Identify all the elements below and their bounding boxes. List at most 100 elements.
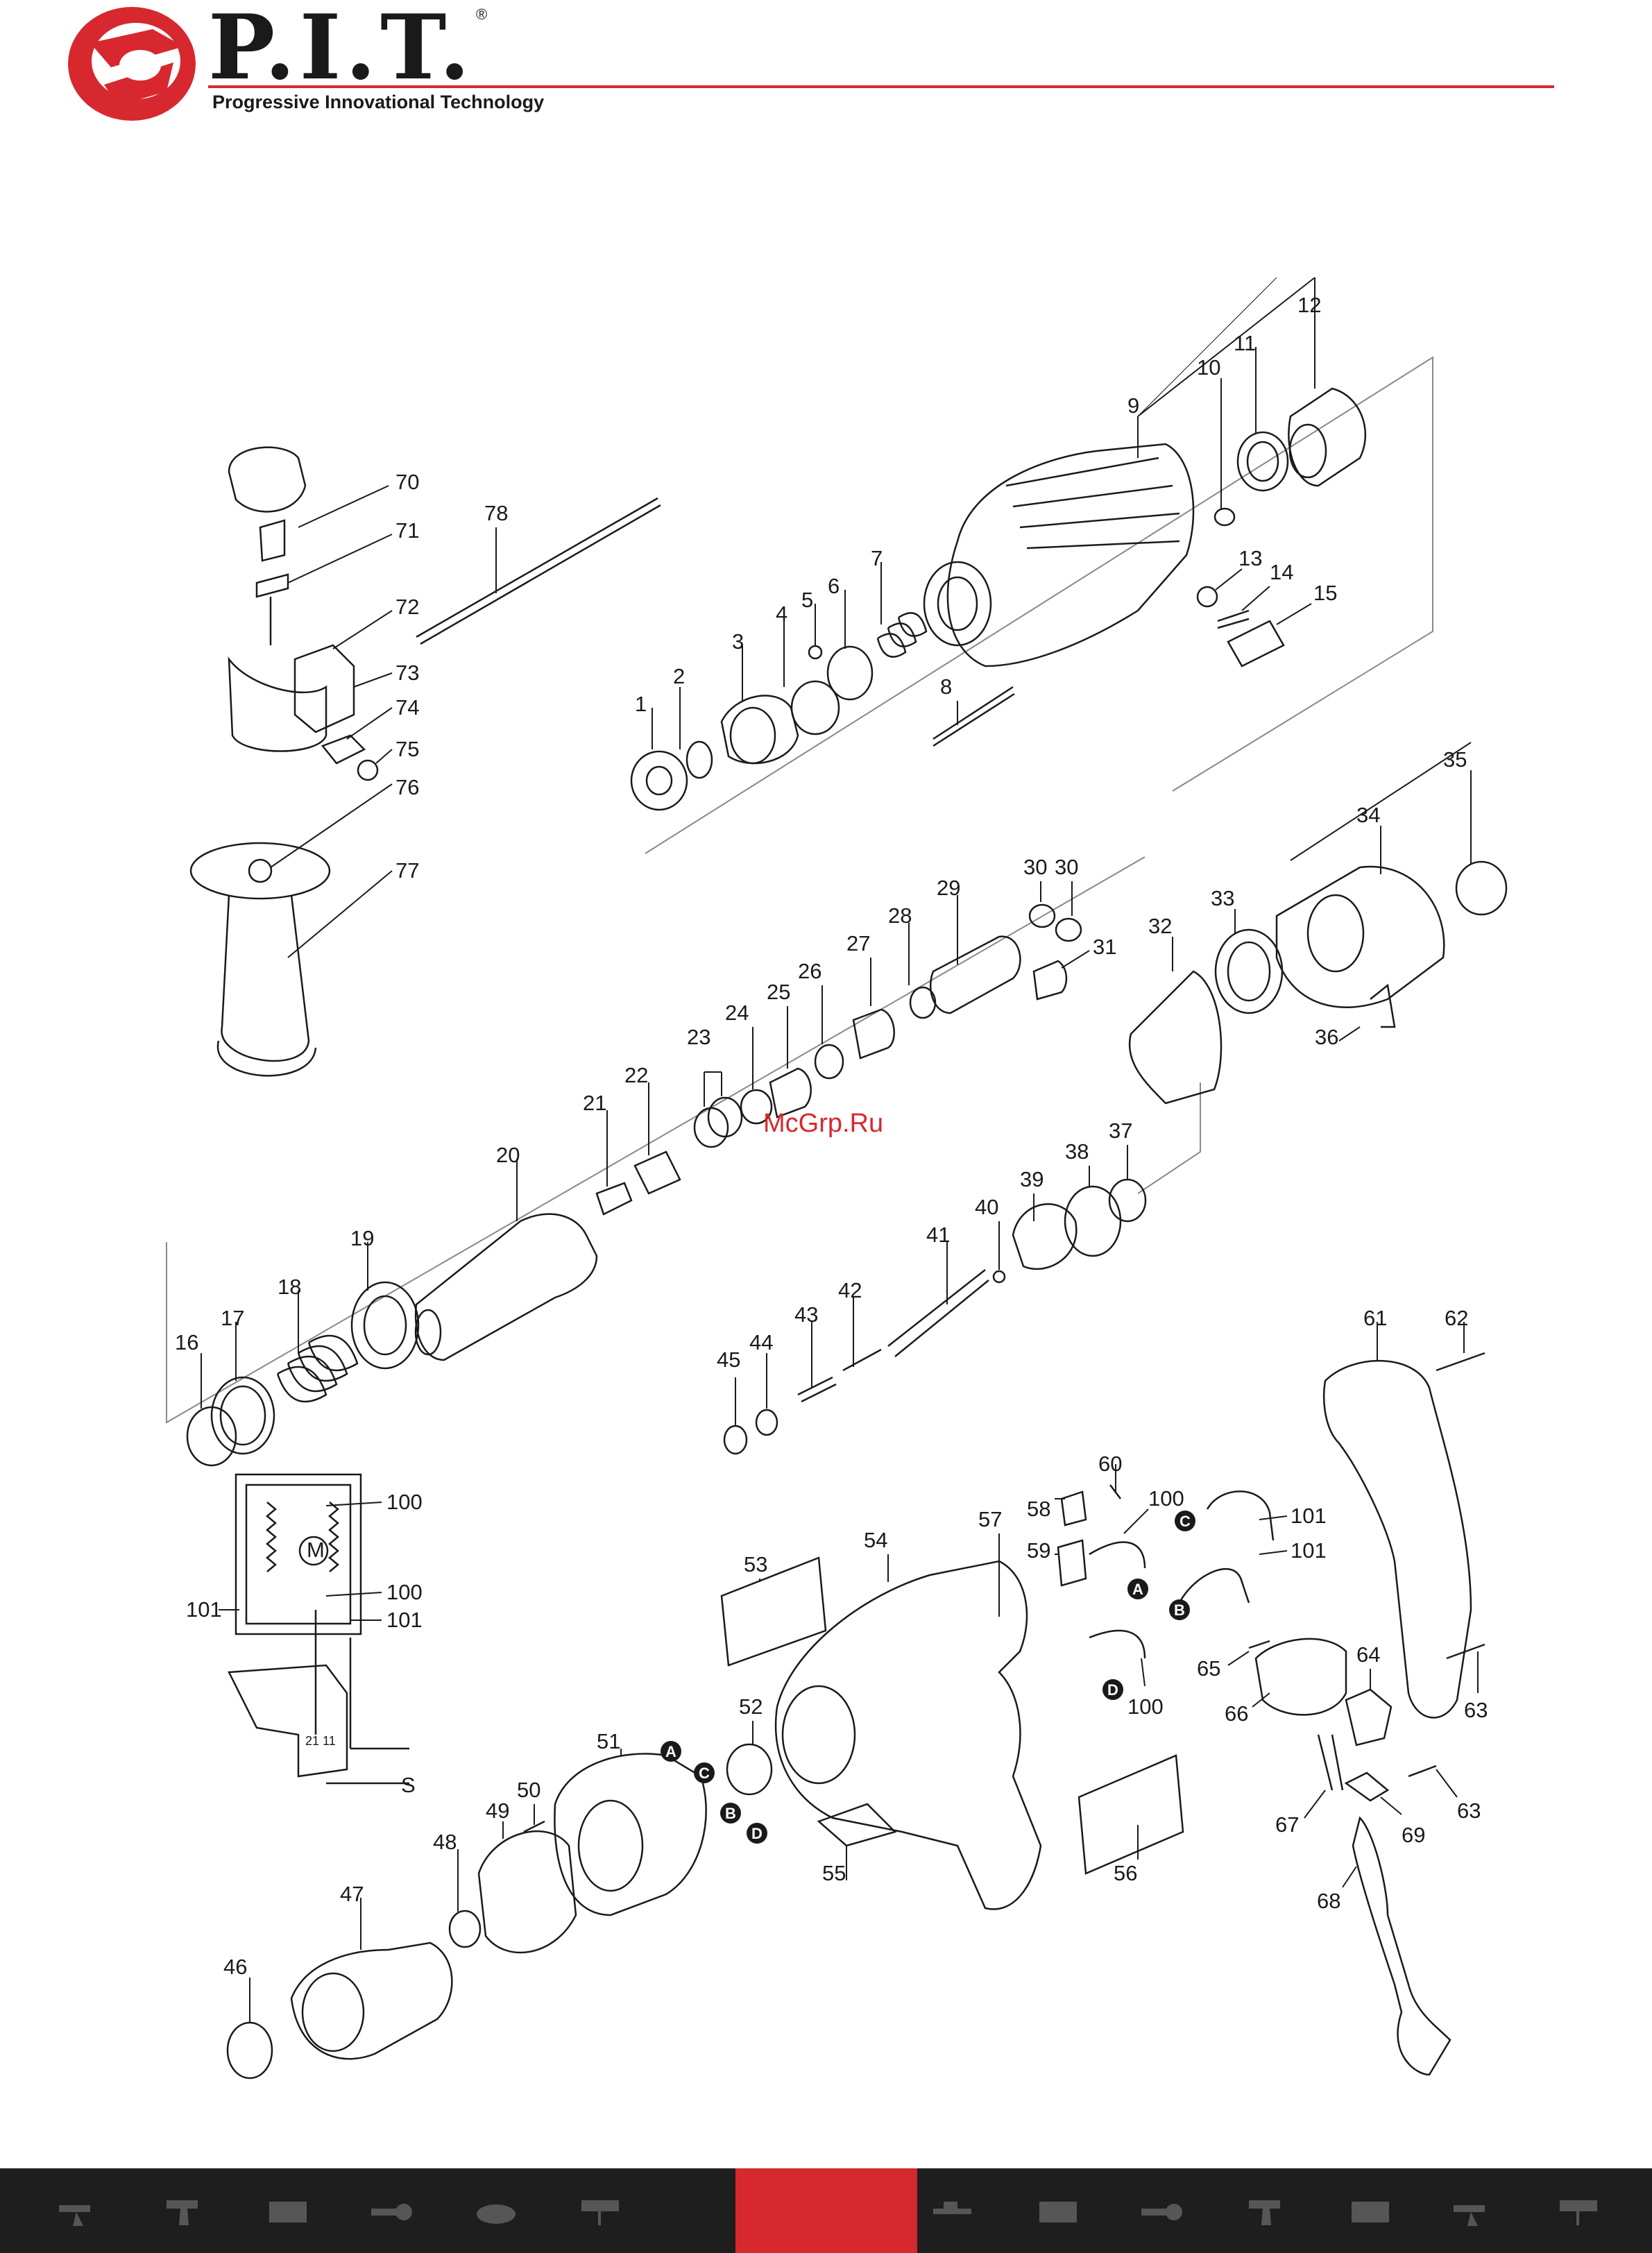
- chainsaw-icon: [933, 2202, 971, 2214]
- part-number: 28: [888, 903, 912, 928]
- part-number: 70: [395, 470, 419, 494]
- callout-78: 78: [484, 501, 508, 593]
- part-71: [255, 573, 289, 645]
- part-number: 54: [864, 1528, 887, 1552]
- callout-12: 12: [1137, 277, 1321, 417]
- callout-52: 52: [739, 1694, 763, 1745]
- callout-8: 8: [940, 674, 958, 725]
- part-35: [1455, 860, 1508, 916]
- part-number: 55: [822, 1861, 846, 1885]
- callout-30b: 30: [1055, 855, 1078, 916]
- part-68: [1352, 1816, 1451, 2076]
- compressor-icon: [477, 2204, 516, 2224]
- part-10: [1214, 507, 1236, 527]
- callout-76: 76: [270, 775, 419, 868]
- part-number: 100: [386, 1490, 423, 1514]
- part-30b: [1055, 917, 1082, 942]
- callout-63b: 63: [1436, 1769, 1481, 1823]
- callout-33: 33: [1211, 886, 1236, 933]
- part-number: 52: [739, 1694, 763, 1719]
- part-73: [293, 644, 355, 733]
- part-number: 73: [395, 661, 419, 685]
- part-number: 37: [1109, 1119, 1132, 1143]
- part-number: 100: [1148, 1486, 1184, 1511]
- callout-58: 58: [1027, 1497, 1065, 1521]
- footer-accent-block: [735, 2168, 917, 2253]
- part-15: [1227, 620, 1285, 668]
- part-63a: [1446, 1643, 1485, 1660]
- part-14: [1217, 609, 1250, 629]
- part-65: [1248, 1640, 1270, 1649]
- mixer-icon: [1560, 2200, 1597, 2225]
- part-59: [1057, 1539, 1087, 1587]
- part-18: [276, 1334, 359, 1403]
- generator-icon: [269, 2202, 307, 2222]
- part-number: 23: [687, 1025, 710, 1049]
- part-number: 50: [517, 1778, 540, 1802]
- hammer-drill-icon: [1454, 2205, 1485, 2226]
- part-number: 48: [433, 1830, 457, 1854]
- cordless-drill-icon: [167, 2200, 198, 2225]
- part-number: 2: [673, 664, 685, 688]
- callout-60: 60: [1098, 1452, 1122, 1492]
- part-number: 74: [395, 695, 419, 720]
- callout-47: 47: [340, 1882, 364, 1950]
- part-number: 43: [794, 1302, 818, 1327]
- part-number: 15: [1313, 581, 1337, 605]
- part-number: 63: [1464, 1698, 1488, 1722]
- part-number: 40: [975, 1195, 998, 1219]
- connector-markers: C A B D A C B D: [661, 1511, 1195, 1844]
- callout-68: 68: [1317, 1866, 1357, 1913]
- part-number: 59: [1027, 1538, 1050, 1563]
- part-61: [1322, 1359, 1472, 1719]
- part-number: 47: [340, 1882, 364, 1906]
- part-5: [808, 645, 823, 660]
- part-number: 5: [801, 588, 813, 612]
- part-number: 75: [395, 737, 419, 761]
- part-number: 11: [1234, 331, 1256, 355]
- callout-61: 61: [1363, 1306, 1387, 1360]
- callout-54: 54: [864, 1528, 889, 1582]
- part-74: [321, 734, 366, 765]
- part-number: 31: [1093, 935, 1116, 959]
- part-52: [726, 1743, 773, 1796]
- callout-67: 67: [1275, 1789, 1326, 1837]
- part-49: [477, 1830, 577, 1954]
- part-number: 20: [496, 1143, 520, 1167]
- callout-50: 50: [517, 1778, 540, 1825]
- connector-letter: B: [725, 1805, 736, 1822]
- part-number: 24: [725, 1001, 749, 1025]
- connector-letter: C: [1180, 1513, 1191, 1530]
- part-number: 100: [386, 1580, 423, 1604]
- part-20: [414, 1213, 598, 1361]
- part-number: 30: [1023, 855, 1047, 879]
- part-number: 17: [221, 1306, 244, 1330]
- assembly-boundary-upper: [645, 356, 1433, 854]
- part-62: [1436, 1352, 1485, 1372]
- watermark-text: McGrp.Ru: [763, 1109, 884, 1138]
- callout-71: 71: [287, 518, 419, 584]
- part-number: 25: [767, 980, 790, 1004]
- part-number: 77: [395, 858, 419, 883]
- part-number: 101: [1291, 1504, 1327, 1528]
- part-number: 57: [978, 1507, 1002, 1531]
- part-50: [523, 1820, 545, 1833]
- callout-101a: 101: [186, 1597, 239, 1622]
- part-number: 67: [1275, 1812, 1299, 1837]
- callout-77: 77: [287, 858, 419, 958]
- callout-7: 7: [871, 546, 883, 624]
- part-3: [720, 695, 799, 765]
- part-36: [1370, 983, 1396, 1028]
- part-43: [797, 1376, 837, 1403]
- part-number: 78: [484, 501, 508, 525]
- part-46: [226, 2021, 273, 2080]
- callout-3: 3: [732, 629, 744, 701]
- callout-19: 19: [350, 1226, 374, 1291]
- callout-2: 2: [673, 664, 685, 749]
- callout-45: 45: [717, 1347, 740, 1426]
- part-number: 32: [1148, 914, 1172, 938]
- callout-16: 16: [175, 1330, 202, 1409]
- callout-55: 55: [822, 1846, 847, 1885]
- callout-22: 22: [624, 1063, 649, 1155]
- assembly-boundary-lower: [1137, 1082, 1201, 1194]
